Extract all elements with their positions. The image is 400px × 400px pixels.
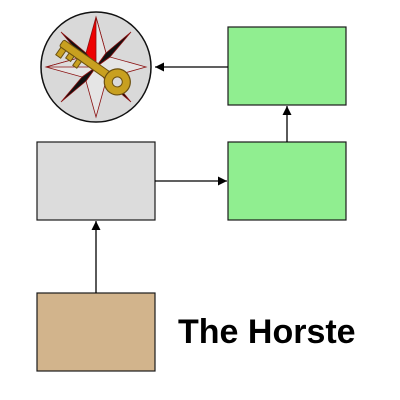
- gray-middle-box: [36, 141, 156, 221]
- green-lower-box: [227, 141, 347, 221]
- star-key-badge-icon: [40, 11, 152, 123]
- key-icon: [55, 39, 131, 96]
- tan-start-box: [36, 292, 156, 372]
- green-upper-box: [227, 26, 347, 106]
- diagram-caption: The Horste: [178, 313, 356, 351]
